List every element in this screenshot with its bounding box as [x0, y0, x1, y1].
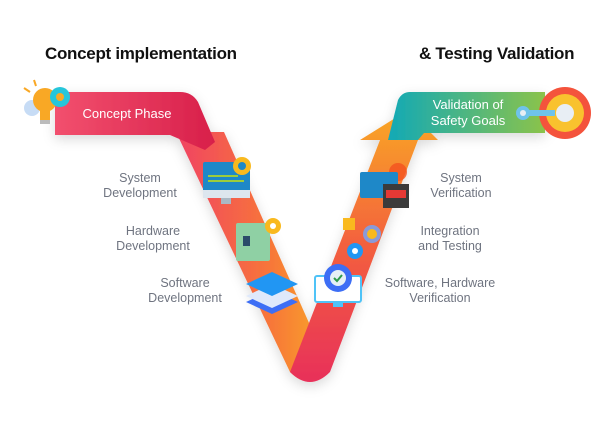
step-software-development: Software Development	[130, 276, 240, 306]
step-line2: Development	[116, 239, 190, 253]
validation-label-line2: Safety Goals	[430, 113, 506, 128]
lightbulb-gear-icon	[23, 79, 70, 124]
step-line2: Development	[148, 291, 222, 305]
step-hardware-development: Hardware Development	[98, 224, 208, 254]
step-line1: Software	[160, 276, 210, 290]
step-system-development: System Development	[85, 171, 195, 201]
validation-label-line1: Validation of	[432, 97, 504, 112]
step-line2: Verification	[430, 186, 492, 200]
right-heading: & Testing Validation	[419, 44, 575, 63]
concept-band	[55, 92, 215, 150]
monitor-check-gear-icon	[314, 264, 362, 307]
validation-label: Validation of Safety Goals	[418, 97, 518, 129]
step-sw-hw-verification: Software, Hardware Verification	[370, 276, 510, 306]
step-line1: Software, Hardware	[384, 276, 496, 290]
circuit-board-icon	[236, 218, 281, 261]
step-line1: System	[119, 171, 161, 185]
step-integration-testing: Integration and Testing	[395, 224, 505, 254]
step-line1: Hardware	[125, 224, 181, 238]
step-line1: System	[440, 171, 482, 185]
chip-gears-icon	[343, 218, 381, 259]
step-line2: Development	[103, 186, 177, 200]
validation-band	[388, 92, 545, 140]
step-system-verification: System Verification	[406, 171, 516, 201]
step-line2: Verification	[409, 291, 471, 305]
left-heading: Concept implementation	[45, 44, 237, 63]
target-gear-icon	[516, 87, 591, 139]
code-layers-icon	[246, 272, 298, 314]
monitor-code-gear-icon	[203, 157, 251, 204]
monitor-window-icon	[360, 163, 409, 208]
step-line2: and Testing	[418, 239, 482, 253]
concept-phase-label: Concept Phase	[82, 106, 172, 121]
step-line1: Integration	[420, 224, 480, 238]
